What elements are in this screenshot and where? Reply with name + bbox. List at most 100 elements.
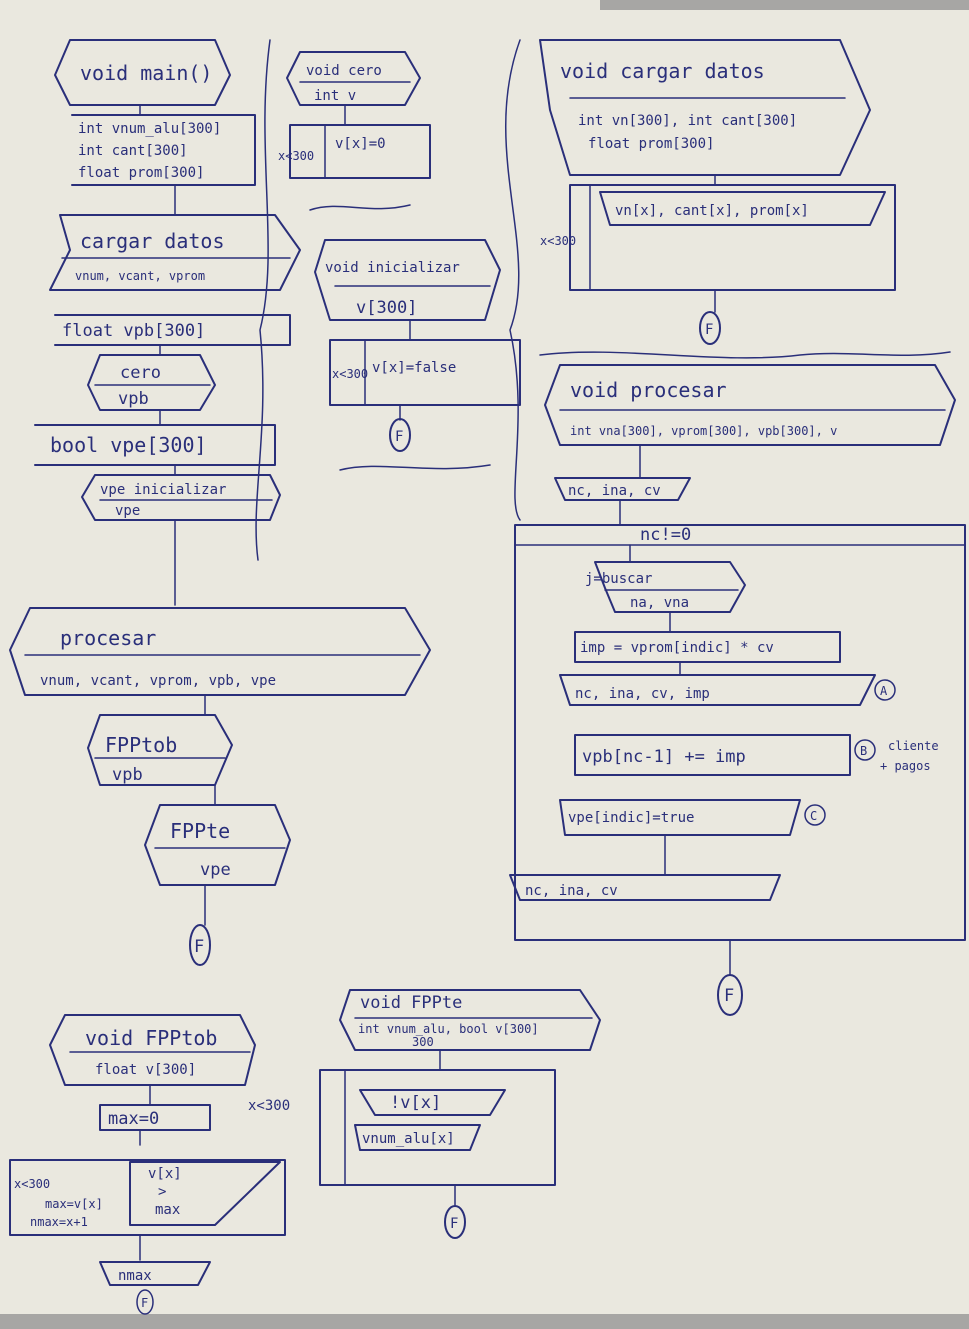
- process-read2-shape: [559, 674, 876, 706]
- load-header-shape: [539, 39, 871, 176]
- show-b-end: F: [141, 1296, 148, 1310]
- divider-init-bottom: [339, 464, 491, 471]
- show-e-end-circle: [444, 1205, 466, 1239]
- load-input-shape: [599, 191, 886, 226]
- load-params-1: int vn[300], int cant[300]: [578, 113, 797, 129]
- main-zero-param: vpb: [118, 389, 149, 409]
- show-e-param: int vnum_alu, bool v[300]: [358, 1022, 539, 1036]
- main-decl-3: float prom[300]: [78, 165, 204, 181]
- show-e-param-2: 300: [412, 1035, 434, 1049]
- show-b-end-circle: [136, 1289, 154, 1315]
- load-loop-box: [569, 184, 896, 291]
- init-header: void inicializar: [325, 260, 460, 276]
- init-end-circle: [389, 418, 411, 452]
- process-search-params: na, vna: [630, 595, 689, 611]
- main-decl5-box: [34, 424, 276, 466]
- process-search-call: j=buscar: [585, 571, 652, 587]
- show-b-loop: x<300: [14, 1177, 50, 1191]
- show-b-out-shape: [99, 1261, 211, 1286]
- zero-header-shape: [286, 51, 421, 106]
- process-loop-box: [514, 524, 966, 941]
- process-marker-a-circle: [874, 679, 896, 701]
- main-zero-shape: [87, 354, 216, 411]
- main-procedure: void main() int vnum_alu[300] int cant[3…: [9, 39, 431, 966]
- init-body: v[x]=false: [372, 360, 456, 376]
- init-param: v[300]: [356, 298, 417, 318]
- process-marker-b-circle: [854, 739, 876, 761]
- init-procedure: void inicializar v[300] x<300 v[x]=false…: [314, 239, 521, 452]
- zero-procedure: void cero int v x<300 v[x]=0: [278, 51, 431, 179]
- show-b-cond-bot: max: [155, 1202, 180, 1218]
- show-b-header-shape: [49, 1014, 256, 1086]
- show-b-out: nmax: [118, 1268, 152, 1284]
- process-accum: vpb[nc-1] += imp: [582, 747, 746, 767]
- show-e-cond: !v[x]: [390, 1093, 441, 1113]
- table-shadow-bottom: [0, 1314, 969, 1329]
- main-header-shape: [54, 39, 231, 106]
- process-read1-shape: [554, 477, 691, 501]
- process-note-2: + pagos: [880, 759, 931, 773]
- show-e-out: vnum_alu[x]: [362, 1131, 455, 1147]
- main-end: F: [194, 937, 204, 957]
- process-search-shape: [594, 561, 746, 613]
- divider-zero-right: [504, 39, 521, 521]
- process-marker-c: C: [810, 809, 817, 823]
- process-marker-b: B: [860, 744, 867, 758]
- init-header-shape: [314, 239, 501, 321]
- process-loop: nc!=0: [640, 525, 691, 545]
- main-end-circle: [189, 924, 211, 966]
- load-procedure: void cargar datos int vn[300], int cant[…: [539, 39, 896, 345]
- main-decl-5: bool vpe[300]: [50, 433, 207, 457]
- process-flag: vpe[indic]=true: [568, 810, 694, 826]
- show-b-assign-2: nmax=x+1: [30, 1215, 88, 1229]
- main-header: void main(): [80, 61, 212, 85]
- show-e-procedure: void FPPte int vnum_alu, bool v[300] 300…: [248, 989, 601, 1239]
- process-read3-shape: [509, 874, 781, 901]
- process-note-1: cliente: [888, 739, 939, 753]
- load-end: F: [705, 322, 713, 338]
- init-loop-box: [329, 339, 521, 406]
- divider-main-zero: [255, 39, 271, 561]
- show-b-cond-top: v[x]: [148, 1166, 182, 1182]
- process-marker-a: A: [880, 684, 888, 698]
- main-show-b-param: vpb: [112, 765, 143, 785]
- main-show-e-param: vpe: [200, 860, 231, 880]
- zero-header: void cero: [306, 63, 382, 79]
- main-process-shape: [9, 607, 431, 696]
- show-b-cond-shape: [129, 1161, 281, 1226]
- zero-body: v[x]=0: [335, 136, 386, 152]
- process-marker-c-circle: [804, 804, 826, 826]
- divider-zero-init: [309, 204, 411, 211]
- process-end: F: [724, 986, 734, 1006]
- init-loop: x<300: [332, 367, 368, 381]
- zero-loop: x<300: [278, 149, 314, 163]
- main-load-shape: [49, 214, 301, 291]
- process-read1: nc, ina, cv: [568, 483, 661, 499]
- process-accum-box: [574, 734, 851, 776]
- process-read2: nc, ina, cv, imp: [575, 686, 710, 702]
- show-e-cond-shape: [359, 1089, 506, 1116]
- show-b-procedure: void FPPtob float v[300] max=0 x<300 v[x…: [9, 1014, 286, 1315]
- show-e-loop-box: [319, 1069, 556, 1186]
- process-header: void procesar: [570, 378, 727, 402]
- main-zero-call: cero: [120, 363, 161, 383]
- main-decl-2: int cant[300]: [78, 143, 188, 159]
- main-decl-4: float vpb[300]: [62, 321, 205, 341]
- show-b-assign-1: max=v[x]: [45, 1197, 103, 1211]
- load-loop: x<300: [540, 234, 576, 248]
- load-header: void cargar datos: [560, 59, 765, 83]
- main-load-params: vnum, vcant, vprom: [75, 269, 205, 283]
- divider-load-process: [539, 351, 951, 359]
- show-b-header: void FPPtob: [85, 1026, 217, 1050]
- process-read3: nc, ina, cv: [525, 883, 618, 899]
- main-init-param: vpe: [115, 503, 140, 519]
- load-params-2: float prom[300]: [588, 136, 714, 152]
- show-e-header-shape: [339, 989, 601, 1051]
- process-calc-box: [574, 631, 841, 663]
- show-b-init: max=0: [108, 1109, 159, 1129]
- zero-loop-box: [289, 124, 431, 179]
- main-decl4-box: [54, 314, 291, 346]
- load-end-circle: [699, 311, 721, 345]
